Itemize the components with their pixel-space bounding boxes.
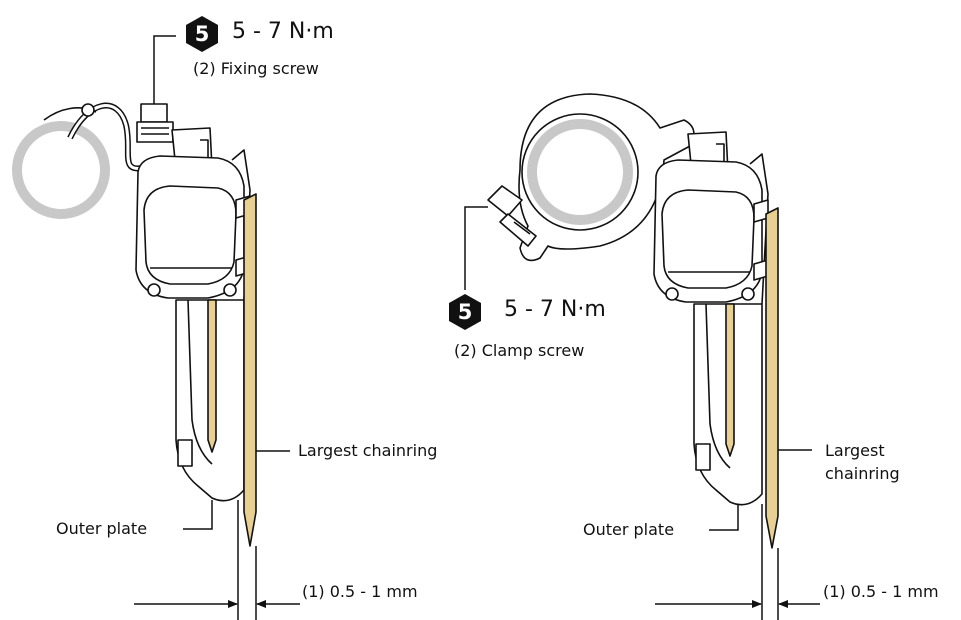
- left-fixing-screw: [140, 103, 168, 123]
- right-derailleur: [487, 93, 779, 549]
- right-annotations: [464, 206, 820, 620]
- right-outer-plate-label: Outer plate: [583, 520, 675, 539]
- right-chainring-label-line2: chainring: [825, 464, 900, 483]
- left-screw-leader: [153, 35, 176, 104]
- right-hex-number: 5: [457, 300, 473, 324]
- left-seat-tube: [12, 121, 110, 219]
- right-seat-tube: [527, 119, 633, 225]
- right-outer-plate-leader: [709, 504, 739, 531]
- left-hex-number: 5: [194, 22, 210, 46]
- right-screw-leader: [464, 206, 488, 290]
- left-hex-key-icon: 5: [185, 15, 219, 53]
- left-chainring-label: Largest chainring: [298, 441, 438, 460]
- right-chainring: [765, 207, 779, 549]
- right-torque-value: 5 - 7 N·m: [504, 297, 606, 322]
- left-chainring: [243, 193, 257, 547]
- left-screw-label: (2) Fixing screw: [193, 59, 319, 78]
- right-hex-key-icon: 5: [448, 293, 482, 331]
- left-torque-value: 5 - 7 N·m: [232, 19, 334, 44]
- right-clamp-screw: [487, 185, 523, 217]
- left-inner-plate: [207, 299, 217, 453]
- right-inner-plate: [725, 303, 735, 457]
- right-screw-label: (2) Clamp screw: [454, 341, 585, 360]
- right-gap-label: (1) 0.5 - 1 mm: [823, 582, 939, 601]
- right-chainring-label-line1: Largest: [825, 441, 885, 460]
- left-outer-plate-label: Outer plate: [56, 519, 148, 538]
- left-annotations: [134, 35, 300, 620]
- left-derailleur: [12, 102, 257, 547]
- left-outer-plate-leader: [183, 500, 213, 530]
- left-gap-label: (1) 0.5 - 1 mm: [302, 582, 418, 601]
